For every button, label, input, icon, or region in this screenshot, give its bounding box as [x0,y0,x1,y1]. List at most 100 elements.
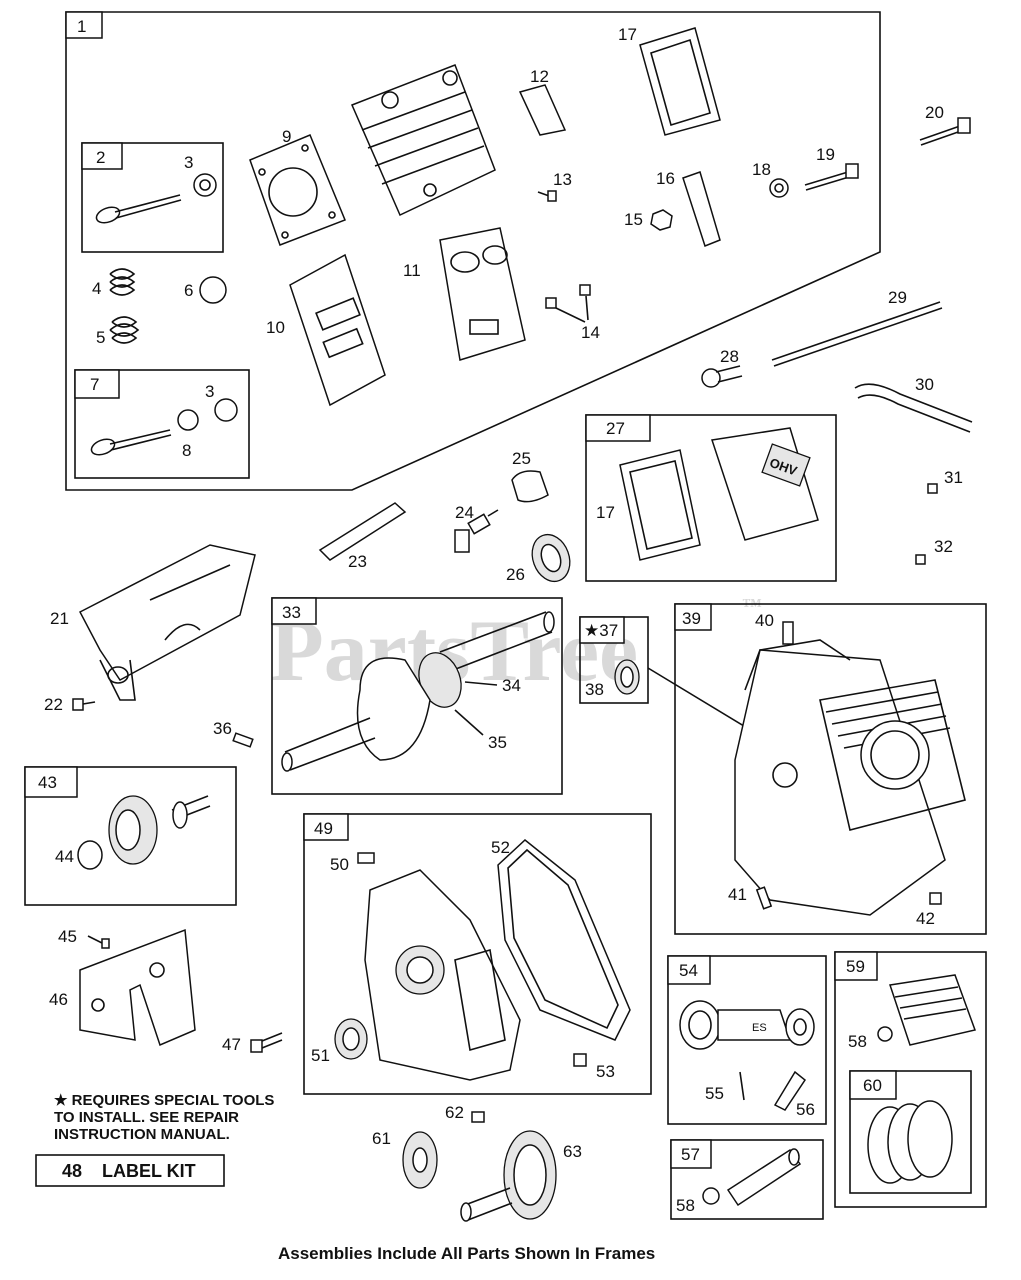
callout-8: 8 [182,441,191,460]
leader-35 [454,709,484,736]
piston-pin-part [702,1148,802,1207]
clip-50-part [357,852,375,864]
rod-screw-56-part [773,1070,807,1111]
callout-32: 32 [934,537,953,556]
callout-42: 42 [916,909,935,928]
frame-54 [667,955,827,1125]
breather-tube-part [854,383,973,433]
frame-60-number: 60 [863,1076,882,1095]
callout-23: 23 [348,552,367,571]
spark-plug-part [454,509,499,553]
callout-29: 29 [888,288,907,307]
stud-19-part [804,163,859,191]
frame-49-tag [303,813,349,841]
callout-31: 31 [944,468,963,487]
screw-22-part [72,698,96,711]
crankshaft-part [281,611,555,772]
callout-25: 25 [512,449,531,468]
callout-58a: 58 [848,1032,867,1051]
bolt-47-part [250,1032,283,1053]
frame-33-tag [271,597,317,625]
rocker-cover-gasket-27-part [619,449,701,561]
frame-1-tag [65,11,103,39]
rocker-gasket-part [289,253,386,407]
screw-32-part [915,554,926,565]
callout-24: 24 [455,503,474,522]
frame-60-tag [849,1070,897,1100]
rocker-nut-part [545,284,591,323]
callout-15: 15 [624,210,643,229]
frame-39-tag [674,603,712,631]
frame-60 [849,1070,972,1194]
callout-18: 18 [752,160,771,179]
callout-16: 16 [656,169,675,188]
intake-valve-part [90,398,238,456]
callout-3: 3 [184,153,193,172]
frame-39-number: 39 [682,609,701,628]
callout-52: 52 [491,838,510,857]
callout-44: 44 [55,847,74,866]
frame-27-tag [585,414,651,442]
callout-9: 9 [282,127,291,146]
frame-33 [271,597,563,795]
callout-53: 53 [596,1062,615,1081]
frame-1 [65,11,881,491]
label-kit-box [35,1154,225,1187]
frame-43-number: 43 [38,773,57,792]
frame-43 [24,766,237,906]
callout-41: 41 [728,885,747,904]
frame-7-tag [74,369,120,399]
callout-10: 10 [266,318,285,337]
rocker-cover-part: OHV [711,427,819,541]
spark-plug-boot-part [511,470,549,503]
callout-38: 38 [585,680,604,699]
callout-46: 46 [49,990,68,1009]
frame-2-number: 2 [96,148,105,167]
callout-21: 21 [50,609,69,628]
callout-11: 11 [403,261,421,280]
frame-7 [74,369,250,479]
head-gasket-part [249,134,346,246]
callout-47: 47 [222,1035,241,1054]
frame-59-number: 59 [846,957,865,976]
frame-37-number: ★37 [584,621,618,640]
screw-45-part [87,935,110,949]
seal-18-part [769,178,789,198]
screw-13-part [537,190,557,202]
callout-61: 61 [372,1129,391,1148]
special-tools-note-line1: ★ REQUIRES SPECIAL TOOLS [54,1092,274,1109]
callout-22: 22 [44,695,63,714]
crankcase-gasket-part [497,839,631,1041]
callout-34: 34 [502,676,521,695]
callout-51: 51 [311,1046,330,1065]
head-plate-part [439,227,526,361]
frame-57 [670,1139,824,1220]
crankcase-cover-part [364,869,521,1081]
callout-45: 45 [58,927,77,946]
part-62 [471,1111,485,1123]
piston-rings-part [867,1100,953,1184]
camshaft-63-part [460,1130,557,1222]
callout-20: 20 [925,103,944,122]
screw-31-part [927,483,938,494]
timing-gear-61-part [402,1131,438,1189]
frame-49-number: 49 [314,819,333,838]
callout-17: 17 [618,25,637,44]
callout-36: 36 [213,719,232,738]
callout-13: 13 [553,170,572,189]
push-rod-guide-part [701,365,743,388]
governor-gear-part [77,795,211,870]
callout-35: 35 [488,733,507,752]
callout-40: 40 [755,611,774,630]
callout-55: 55 [705,1084,724,1103]
rocker-arm-part [682,171,721,247]
special-tools-note-line2: TO INSTALL. SEE REPAIR [54,1109,239,1126]
frame-57-number: 57 [681,1145,700,1164]
footer-note: Assemblies Include All Parts Shown In Fr… [278,1244,655,1263]
dowel-41-part [755,886,773,910]
bracket-46-part [79,928,196,1047]
frame-1-number: 1 [77,17,86,36]
callout-30: 30 [915,375,934,394]
oil-seal-26-part [531,533,571,583]
